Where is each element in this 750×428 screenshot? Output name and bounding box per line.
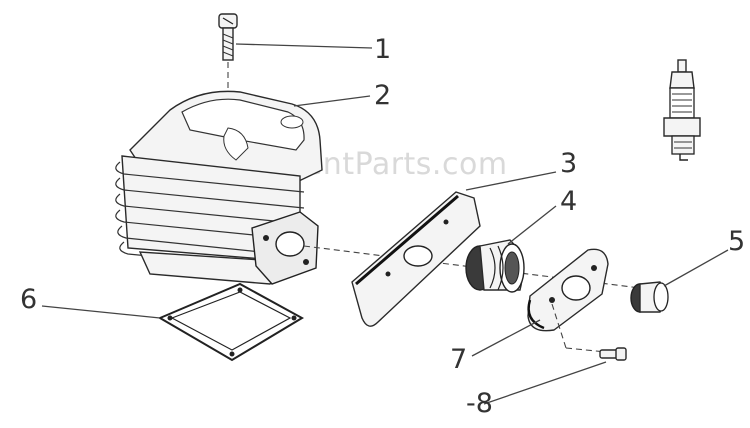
spark-plug[interactable] — [663, 59, 701, 161]
callout-4: 4 — [560, 186, 577, 217]
part-2-cylinder[interactable] — [115, 90, 641, 289]
leader-lines — [41, 43, 729, 405]
callout-7: 7 — [450, 344, 467, 375]
part-1-screw[interactable] — [218, 13, 238, 180]
callout-3: 3 — [560, 148, 577, 179]
part-6-base-gasket[interactable] — [157, 282, 305, 362]
callout-5: 5 — [728, 226, 745, 257]
callout-6: 6 — [20, 284, 37, 315]
part-5-cap[interactable] — [630, 281, 669, 313]
callout-8: -8 — [466, 388, 493, 419]
part-7-flange[interactable] — [527, 248, 609, 353]
callout-2: 2 — [374, 80, 391, 111]
callout-1: 1 — [374, 34, 391, 65]
part-4-intake-boot[interactable] — [465, 239, 525, 293]
part-3-intake-plate[interactable] — [351, 191, 481, 327]
part-8-screw[interactable] — [599, 347, 627, 361]
